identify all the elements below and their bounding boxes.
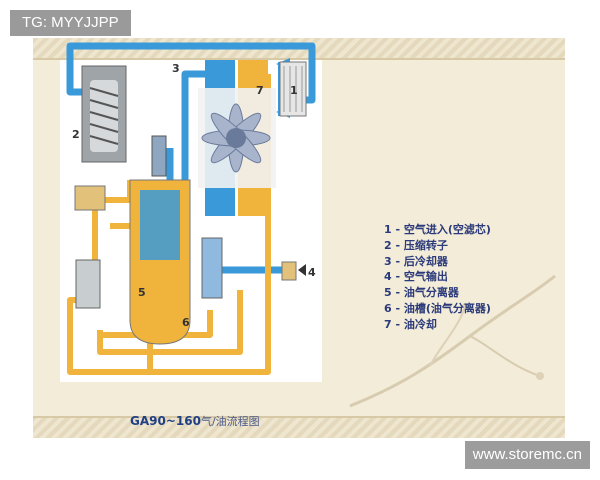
oil-filter <box>75 259 101 309</box>
number-7: 7 <box>256 84 264 97</box>
inlet-valve <box>74 185 106 211</box>
watermark-top: TG: MYYJJPP <box>10 10 131 36</box>
caption-model: GA90~160 <box>130 414 201 428</box>
air-output-valve <box>281 261 297 281</box>
legend-item: 7 - 油冷却 <box>384 317 437 331</box>
diagram-caption: GA90~160气/油流程图 <box>130 413 260 429</box>
number-2: 2 <box>72 128 80 141</box>
legend-item: 3 - 后冷却器 <box>384 254 448 268</box>
number-1: 1 <box>290 84 298 97</box>
air-cooler-pipe <box>181 70 205 190</box>
legend-item: 1 - 空气进入(空滤芯) <box>384 223 491 236</box>
legend-item: 2 - 压缩转子 <box>384 238 448 252</box>
cooling-fan-icon <box>201 103 271 173</box>
legend-item: 4 - 空气输出 <box>384 270 448 284</box>
watermark-url: www.storemc.cn <box>464 441 590 469</box>
air-intake-pipe <box>66 42 316 104</box>
separator-element <box>140 190 180 260</box>
component-legend: 1 - 空气进入(空滤芯) 2 - 压缩转子 3 - 后冷却器 4 - 空气输出… <box>384 222 491 333</box>
number-4: 4 <box>308 266 316 279</box>
legend-item: 6 - 油槽(油气分离器) <box>384 301 491 315</box>
arrow-right-icon <box>298 264 306 276</box>
water-separator <box>201 237 223 299</box>
number-6: 6 <box>182 316 190 329</box>
air-outlet-pipe <box>208 238 292 274</box>
number-3: 3 <box>172 62 180 75</box>
decorative-branch <box>349 274 556 408</box>
decorative-border-bottom <box>33 416 565 438</box>
legend-item: 5 - 油气分离器 <box>384 286 459 300</box>
min-pressure-valve <box>151 135 167 177</box>
number-5: 5 <box>138 286 146 299</box>
screw-rotor-icon <box>89 80 119 152</box>
caption-subtitle: 气/油流程图 <box>200 415 260 428</box>
